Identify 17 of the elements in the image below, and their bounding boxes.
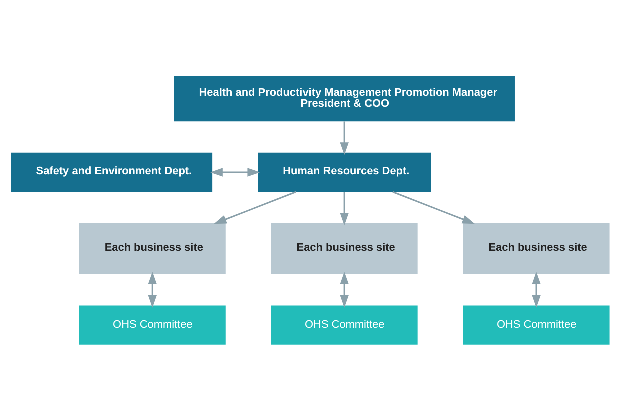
arrow	[210, 168, 260, 176]
arrow	[532, 272, 541, 308]
node-box: Human Resources Dept.	[258, 152, 432, 192]
node-box: Safety and Environment Dept.	[11, 152, 213, 192]
node-box: Each business site	[463, 222, 610, 274]
node-box: Health and Productivity Management Promotion Manager President & COO	[174, 76, 515, 122]
arrow	[148, 272, 158, 308]
arrow	[392, 190, 476, 224]
arrow	[340, 121, 349, 155]
node-box: OHS Committee	[79, 305, 226, 344]
node-box: Each business site	[79, 222, 226, 274]
node-box: OHS Committee	[271, 305, 418, 344]
node-box: Each business site	[271, 222, 418, 274]
node-box: OHS Committee	[463, 305, 610, 344]
arrow	[340, 192, 349, 226]
arrow	[340, 272, 349, 308]
arrow	[214, 190, 296, 224]
